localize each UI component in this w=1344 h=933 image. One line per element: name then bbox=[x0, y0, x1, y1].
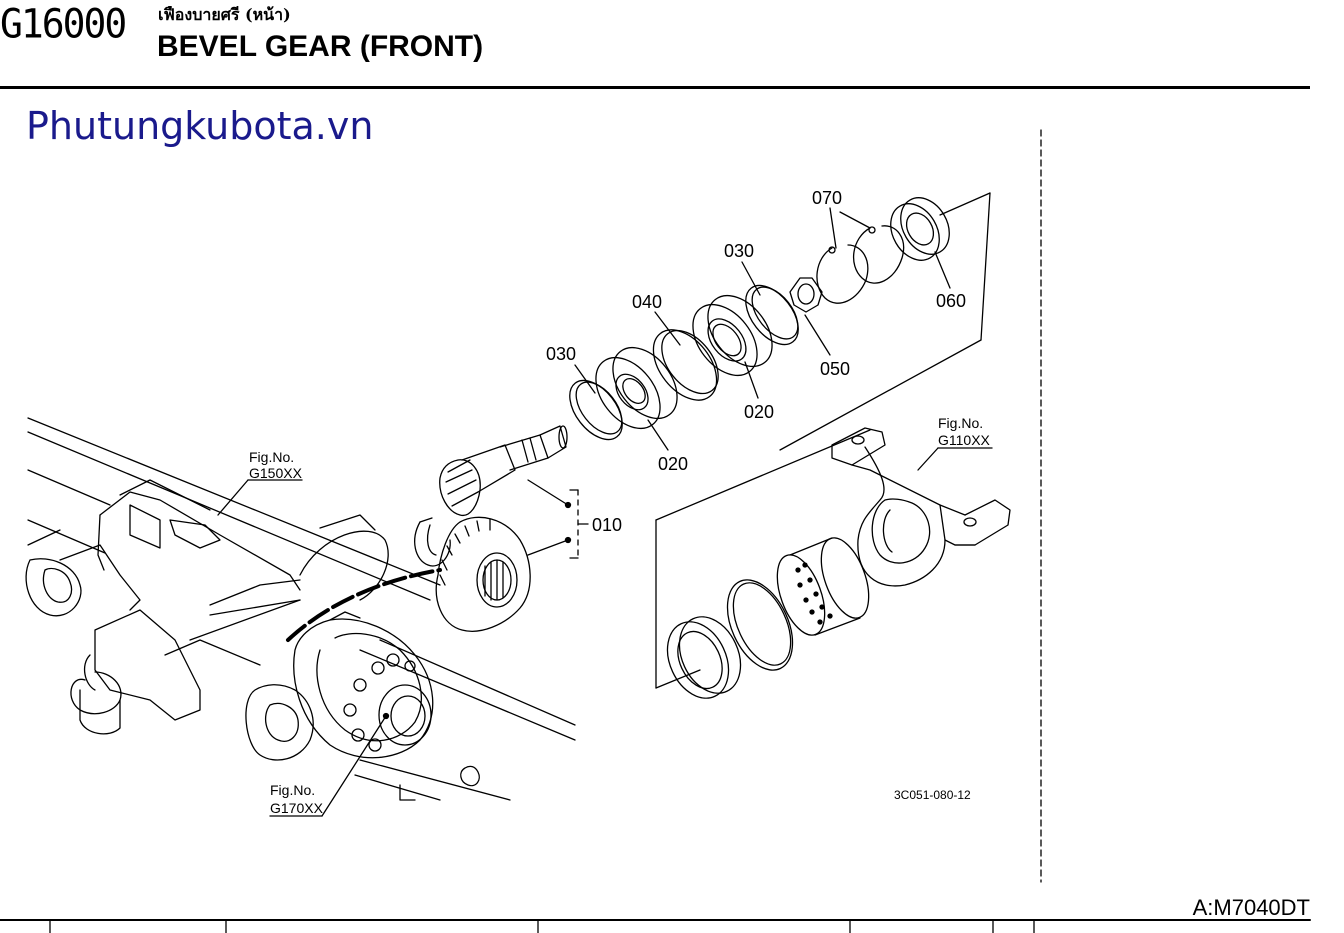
parts-group-box bbox=[779, 192, 991, 451]
watermark-text: Phutungkubota.vn bbox=[26, 104, 374, 148]
knuckle-bracket bbox=[831, 427, 1011, 587]
snap-ring-small bbox=[414, 517, 451, 567]
drawing-number: 3C051-080-12 bbox=[894, 788, 971, 802]
header-divider bbox=[0, 86, 1310, 89]
part-label-060: 060 bbox=[936, 291, 966, 311]
bearing-020-front bbox=[595, 346, 678, 430]
snap-ring-070-b bbox=[852, 225, 905, 284]
part-label-020-rear: 020 bbox=[744, 402, 774, 422]
ring-040 bbox=[652, 329, 719, 401]
fig-ref-g110-caption: Fig.No. bbox=[938, 415, 983, 431]
fig-ref-g110-code: G110XX bbox=[938, 432, 991, 448]
part-label-010: 010 bbox=[592, 515, 622, 535]
fig-ref-g170-caption: Fig.No. bbox=[270, 782, 315, 798]
snap-ring-070-a bbox=[816, 244, 869, 304]
part-label-030-front: 030 bbox=[546, 344, 576, 364]
nut-050 bbox=[789, 277, 823, 313]
bushing bbox=[776, 537, 870, 636]
bevel-pinion bbox=[439, 425, 568, 517]
model-code: A:M7040DT bbox=[1192, 895, 1310, 920]
fig-ref-g150-caption: Fig.No. bbox=[249, 449, 294, 465]
fig-ref-g150-code: G150XX bbox=[249, 465, 303, 481]
part-label-050: 050 bbox=[820, 359, 850, 379]
ring-030-front bbox=[569, 379, 623, 441]
fig-ref-g170-code: G170XX bbox=[270, 800, 324, 816]
part-label-020-front: 020 bbox=[658, 454, 688, 474]
bushing-group-box bbox=[655, 429, 871, 689]
part-label-040: 040 bbox=[632, 292, 662, 312]
part-label-030-rear: 030 bbox=[724, 241, 754, 261]
wire-ring bbox=[726, 579, 794, 671]
figure-title: BEVEL GEAR (FRONT) bbox=[157, 30, 484, 63]
hub-assembly bbox=[293, 611, 434, 759]
figure-code: G16000 bbox=[0, 0, 127, 48]
oil-seal-060 bbox=[890, 197, 950, 261]
part-label-070: 070 bbox=[812, 188, 842, 208]
axle-housing bbox=[25, 417, 576, 801]
figure-title-thai: เฟืองบายศรี (หน้า) bbox=[158, 5, 291, 24]
lower-seal bbox=[666, 616, 742, 699]
ring-gear bbox=[435, 516, 531, 632]
bottom-table-grid bbox=[0, 919, 1311, 933]
bearing-020-rear bbox=[692, 294, 773, 377]
fig-ref-leaders bbox=[217, 447, 993, 817]
leader-lines bbox=[527, 207, 951, 559]
assembly-guide-curve bbox=[286, 568, 442, 642]
